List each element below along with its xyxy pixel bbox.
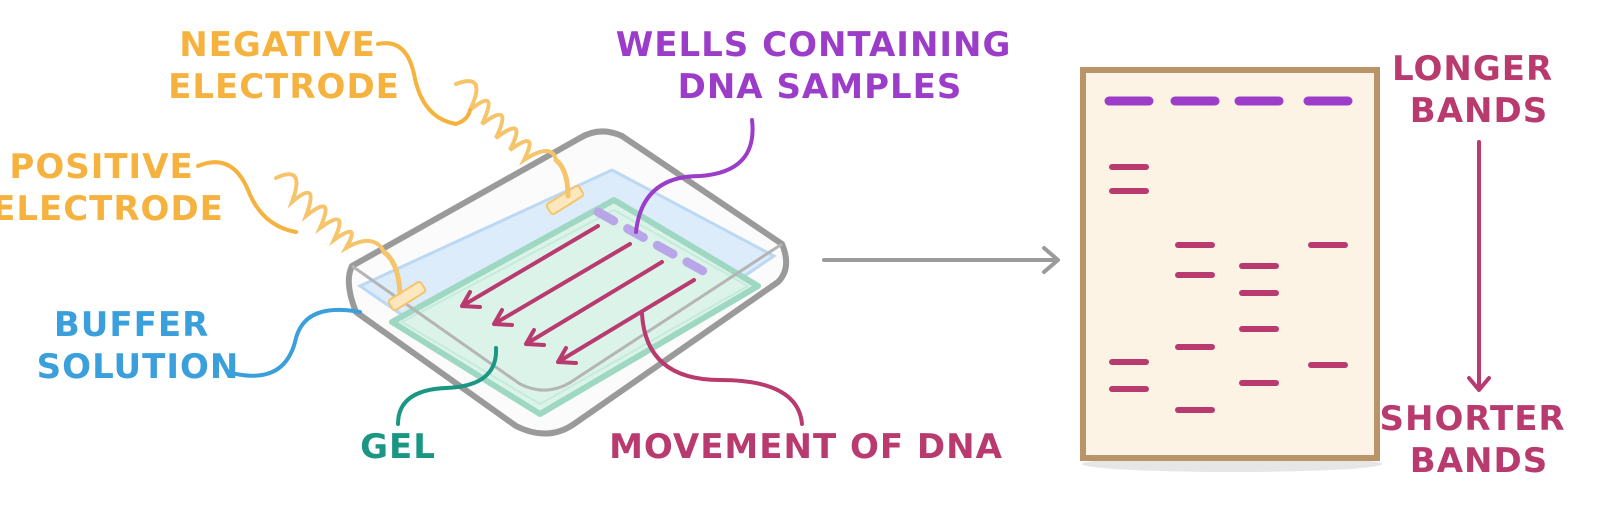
buffer-label-line2: SOLUTION <box>37 347 240 387</box>
positive-electrode-coil <box>274 172 386 254</box>
longer-bands-line1: LONGER <box>1392 49 1553 89</box>
positive-electrode-label: POSITIVE ELECTRODE <box>0 147 224 229</box>
positive-electrode-label-line2: ELECTRODE <box>0 189 224 229</box>
movement-of-dna-label: MOVEMENT OF DNA <box>609 427 1003 467</box>
sample-wells <box>593 207 717 281</box>
buffer-leader <box>234 307 362 378</box>
buffer-solution-label: BUFFER SOLUTION <box>37 305 240 387</box>
shorter-bands-line2: BANDS <box>1410 441 1548 481</box>
negative-electrode-coil <box>454 79 558 166</box>
gel-result <box>1080 67 1382 472</box>
negative-electrode-label: NEGATIVE ELECTRODE <box>168 25 400 107</box>
wells-label: WELLS CONTAINING DNA SAMPLES <box>616 25 1025 107</box>
tray-rim <box>351 242 783 392</box>
positive-electrode-wire <box>381 249 403 295</box>
band-length-arrow <box>1467 140 1491 392</box>
gel-slab-inner <box>399 208 751 406</box>
negative-electrode-wire <box>553 157 571 199</box>
negative-electrode <box>376 41 571 199</box>
longer-bands-line2: BANDS <box>1410 91 1548 131</box>
wells-label-line1: WELLS CONTAINING <box>616 25 1012 65</box>
wells-leader <box>634 118 755 234</box>
electrophoresis-tank <box>345 128 790 437</box>
positive-electrode-label-line1: POSITIVE <box>9 147 193 187</box>
buffer-label-line1: BUFFER <box>54 305 209 345</box>
dna-arrow-3 <box>524 260 664 347</box>
gel-result-paper <box>1080 67 1380 461</box>
gel-leader <box>396 346 499 426</box>
result-arrow-head <box>1042 246 1060 274</box>
movement-leader <box>640 312 804 426</box>
longer-bands-label: LONGER BANDS <box>1392 49 1566 131</box>
wells-label-line2: DNA SAMPLES <box>678 67 963 107</box>
negative-electrode-pad <box>545 184 585 216</box>
dna-movement-arrows <box>460 224 696 365</box>
shorter-bands-label: SHORTER BANDS <box>1380 399 1579 481</box>
gel-result-bands <box>1109 164 1348 413</box>
positive-electrode-leader <box>196 160 298 234</box>
dna-arrow-4 <box>556 278 696 365</box>
result-arrow <box>822 246 1060 274</box>
dna-arrow-1 <box>460 224 600 309</box>
shorter-bands-line1: SHORTER <box>1380 399 1566 439</box>
band-length-arrow-head <box>1467 376 1491 392</box>
positive-electrode-pad <box>387 280 427 312</box>
positive-electrode <box>196 160 403 295</box>
gel-label: GEL <box>360 427 436 467</box>
dna-arrow-2 <box>492 242 632 327</box>
negative-electrode-label-line2: ELECTRODE <box>168 67 400 107</box>
negative-electrode-leader <box>376 41 472 127</box>
negative-electrode-label-line1: NEGATIVE <box>179 25 376 65</box>
